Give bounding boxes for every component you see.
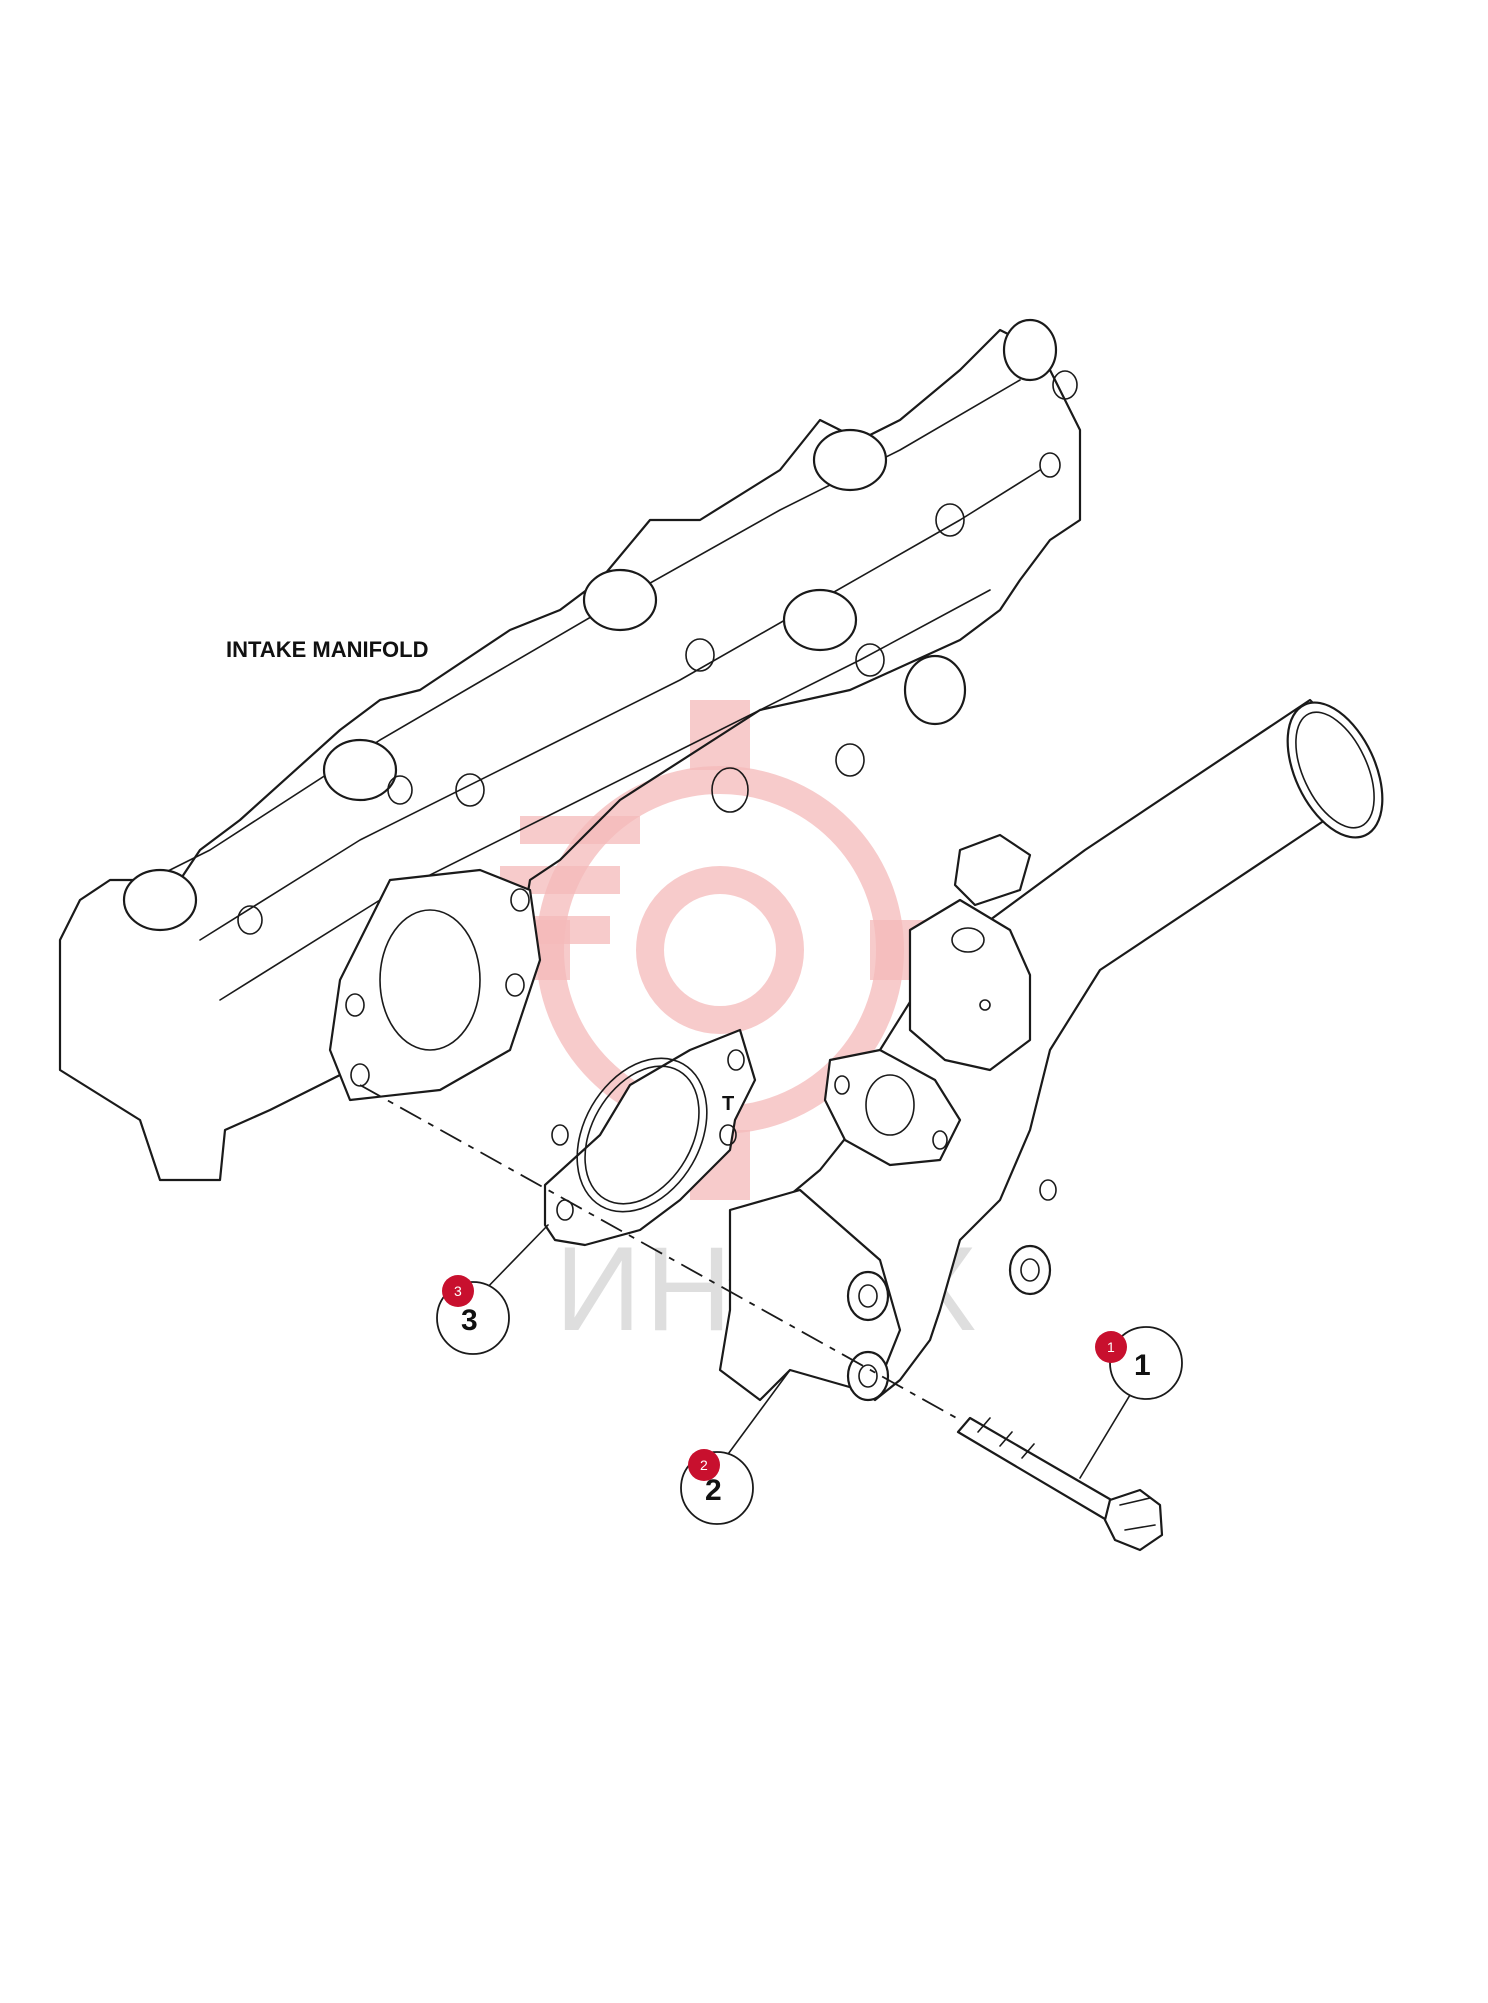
callout-circle: [1109, 1326, 1183, 1400]
manifold-bolt-hole: [855, 643, 885, 677]
callout-badge: [1095, 1331, 1127, 1363]
callout-number: 3: [461, 1304, 478, 1337]
manifold-rail-top: [149, 379, 1021, 881]
gasket-bolt-hole: [551, 1124, 569, 1146]
intake-manifold-label: INTAKE MANIFOLD: [226, 637, 428, 662]
callout-badge-number: 2: [700, 1457, 708, 1473]
manifold-outlet-port: [379, 909, 481, 1051]
leader-line-3: [479, 1224, 549, 1296]
manifold-boss: [812, 428, 888, 492]
callout-number: 2: [705, 1474, 722, 1507]
manifold-bolt-hole: [1052, 370, 1078, 400]
manifold-bolt-hole: [711, 767, 749, 813]
elbow-side-boss: [1008, 1244, 1052, 1296]
watermark-gear-hub: [636, 866, 804, 1034]
elbow-bolt-hole: [834, 1075, 850, 1095]
callout-badge-number: 3: [454, 1283, 462, 1299]
elbow-bolt-hole: [1039, 1179, 1057, 1201]
gasket: T: [543, 1028, 757, 1247]
manifold-bolt-hole: [387, 775, 413, 805]
elbow-bolt-hole: [1020, 1258, 1040, 1282]
leader-line-1: [1079, 1394, 1131, 1479]
bolt-thread: [977, 1417, 1035, 1459]
intake-manifold: [58, 318, 1082, 1182]
manifold-outline: [58, 328, 1082, 1182]
callout-number: 1: [1134, 1349, 1151, 1382]
elbow-pipe-end: [1286, 701, 1384, 839]
elbow-pipe-bore: [1295, 711, 1375, 829]
manifold-rail-low: [219, 589, 991, 1001]
gasket-bore-inner: [584, 1065, 700, 1205]
callout-3[interactable]: 3 3: [436, 1275, 510, 1355]
gasket-outline: [543, 1028, 757, 1247]
elbow-bracket: [953, 833, 1032, 907]
manifold-boss: [1002, 318, 1058, 382]
manifold-boss: [903, 654, 967, 726]
elbow-sensor-block: [908, 898, 1032, 1072]
bolt-head-flats: [1119, 1497, 1156, 1531]
manifold-bolt-hole: [510, 888, 530, 912]
bolt: [956, 1416, 1164, 1552]
callout-badge: [442, 1275, 474, 1307]
gasket-mark: T: [722, 1093, 734, 1115]
manifold-outlet-flange: [328, 868, 542, 1102]
elbow-bolt-hole: [858, 1364, 878, 1388]
elbow-sensor-port: [951, 927, 985, 953]
manifold-boss: [782, 588, 858, 652]
manifold-bolt-hole: [935, 503, 965, 537]
callout-1[interactable]: 1 1: [1095, 1326, 1183, 1400]
manifold-bolt-hole: [685, 638, 715, 672]
elbow-lower-boss: [846, 1350, 890, 1402]
elbow-bolt-hole: [858, 1284, 878, 1308]
manifold-bolt-hole: [505, 973, 525, 997]
callout-badge-number: 1: [1107, 1339, 1115, 1355]
callout-badge: [688, 1449, 720, 1481]
manifold-boss: [122, 868, 198, 932]
callout-2[interactable]: 2 2: [680, 1449, 754, 1525]
manifold-bolt-hole: [455, 773, 485, 807]
elbow-bolt-hole: [932, 1130, 948, 1150]
manifold-bolt-hole: [345, 993, 365, 1017]
manifold-boss: [582, 568, 658, 632]
elbow-side-port: [865, 1074, 915, 1136]
bolt-shank: [956, 1416, 1122, 1524]
gasket-bolt-hole: [719, 1124, 737, 1146]
elbow-side-flange: [823, 1048, 962, 1167]
gasket-bolt-hole: [727, 1049, 745, 1071]
manifold-bolt-hole: [1039, 452, 1061, 478]
manifold-rail-mid: [199, 469, 1041, 941]
assembly-centerline: [359, 1084, 961, 1421]
gasket-bore-outer: [576, 1057, 708, 1213]
manifold-boss: [322, 738, 398, 802]
elbow-lower-boss: [846, 1270, 890, 1322]
manifold-bolt-hole: [237, 905, 263, 935]
outlet-elbow: [718, 698, 1384, 1402]
bolt-head: [1103, 1488, 1164, 1552]
elbow-small-hole: [979, 999, 991, 1011]
manifold-bolt-hole: [835, 743, 865, 777]
leader-line-2: [719, 1369, 791, 1466]
